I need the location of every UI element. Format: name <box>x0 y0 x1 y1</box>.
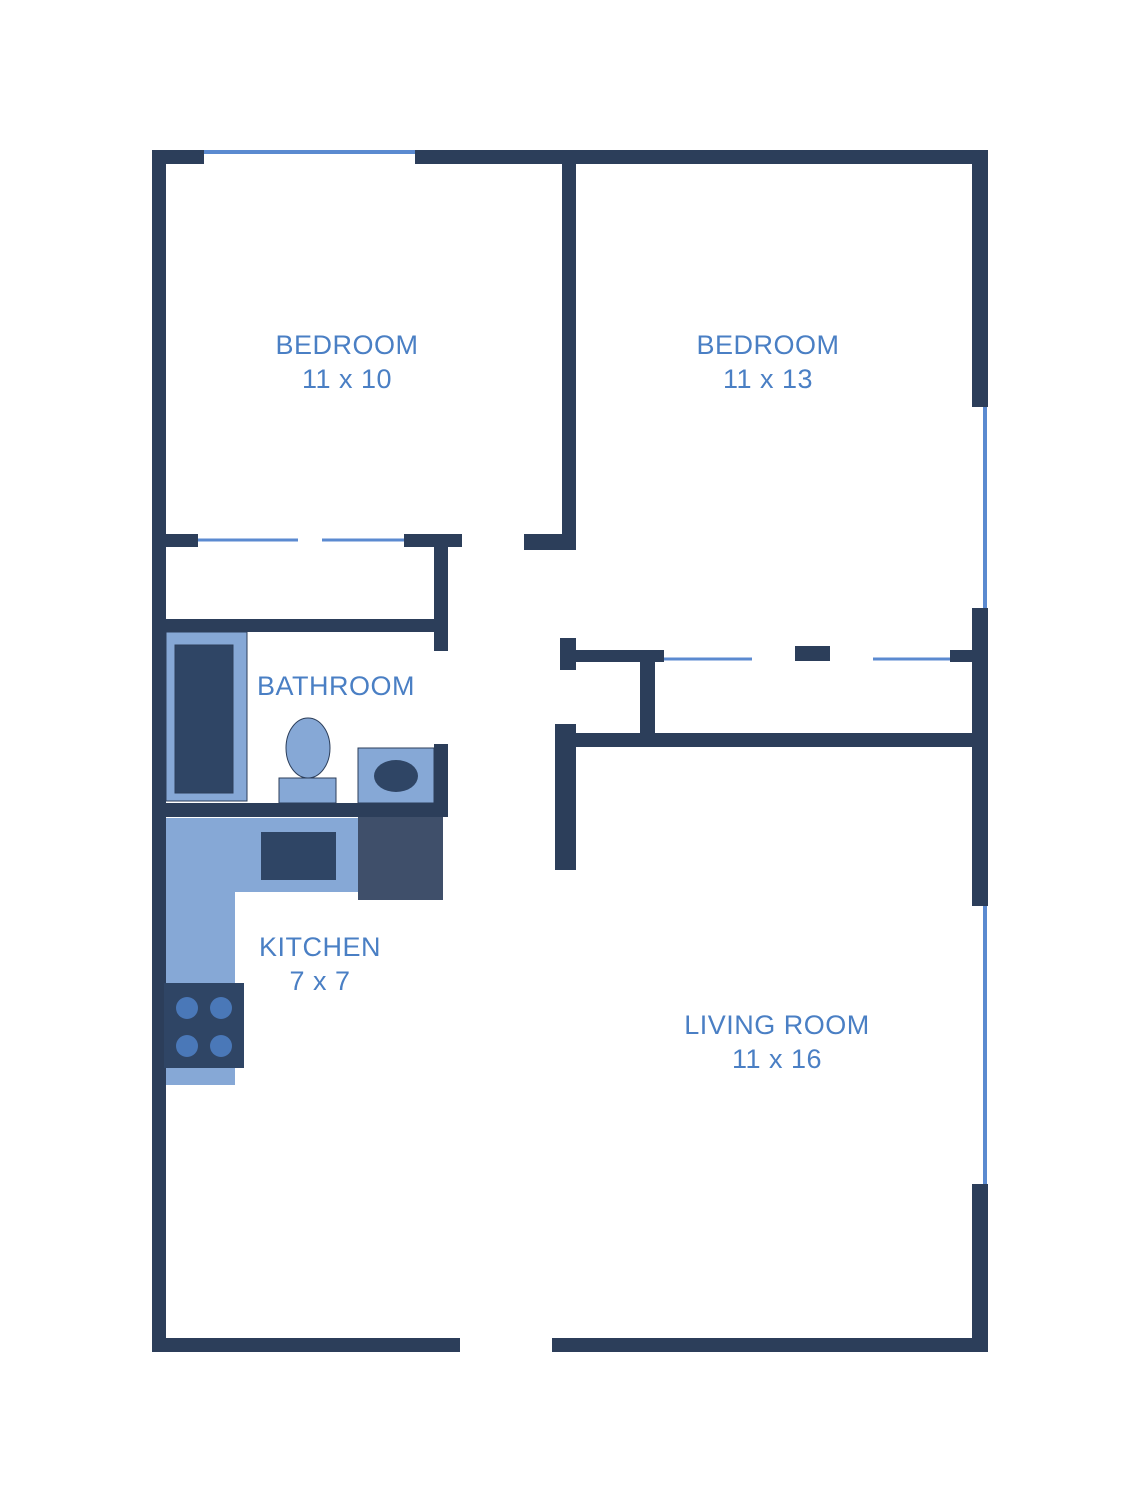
toilet-icon <box>278 717 337 804</box>
kitchen-sink-icon <box>261 832 336 880</box>
living-room-label: LIVING ROOM 11 x 16 <box>684 1008 870 1076</box>
wall-bottom-left <box>152 1338 460 1352</box>
bedroom-1-name: BEDROOM <box>275 330 419 360</box>
wall-bedroom-1-bottom-left <box>152 534 198 547</box>
bathtub-icon <box>165 631 248 802</box>
bathroom-fixtures <box>165 631 435 804</box>
wall-bathroom-right <box>434 744 448 804</box>
wall-living-room-left <box>555 724 576 870</box>
wall-closet-top-right <box>950 650 988 662</box>
wall-bathroom-bottom <box>152 803 448 817</box>
wall-closet-inner <box>640 650 655 742</box>
wall-bedroom-1-bottom-right <box>524 534 562 550</box>
bedroom-2-label: BEDROOM 11 x 13 <box>696 328 839 396</box>
wall-closet-top-left <box>560 650 664 662</box>
walls <box>152 150 988 1352</box>
living-room-name: LIVING ROOM <box>684 1010 870 1040</box>
wall-hall-closet-bottom <box>152 619 448 632</box>
sink-icon <box>357 747 435 804</box>
bathroom-label: BATHROOM <box>257 669 415 703</box>
bedroom-1-label: BEDROOM 11 x 10 <box>275 328 418 396</box>
wall-right-middle <box>972 608 988 906</box>
wall-right-upper <box>972 150 988 407</box>
bedroom-2-size: 11 x 13 <box>722 364 814 394</box>
refrigerator-icon <box>358 817 443 900</box>
wall-top-right <box>415 150 988 164</box>
windows <box>204 150 987 1184</box>
wall-bedroom-1-bottom-mid <box>404 534 462 547</box>
wall-bedroom-divider <box>562 150 576 550</box>
kitchen-size: 7 x 7 <box>289 966 351 996</box>
wall-left <box>152 150 166 1352</box>
bedroom-1-size: 11 x 10 <box>301 364 393 394</box>
wall-bottom-right <box>552 1338 988 1352</box>
wall-hall-closet-right <box>434 534 448 651</box>
wall-closet-door-center <box>795 646 830 661</box>
wall-living-room-top <box>560 733 980 747</box>
stove-icon <box>164 983 244 1068</box>
living-room-size: 11 x 16 <box>731 1044 823 1074</box>
bedroom-2-name: BEDROOM <box>696 330 840 360</box>
kitchen-name: KITCHEN <box>258 932 382 962</box>
wall-right-lower <box>972 1184 988 1352</box>
bathroom-name: BATHROOM <box>257 671 415 701</box>
sliding-doors <box>198 538 950 661</box>
kitchen-fixtures <box>164 817 443 1068</box>
kitchen-label: KITCHEN 7 x 7 <box>259 930 381 998</box>
